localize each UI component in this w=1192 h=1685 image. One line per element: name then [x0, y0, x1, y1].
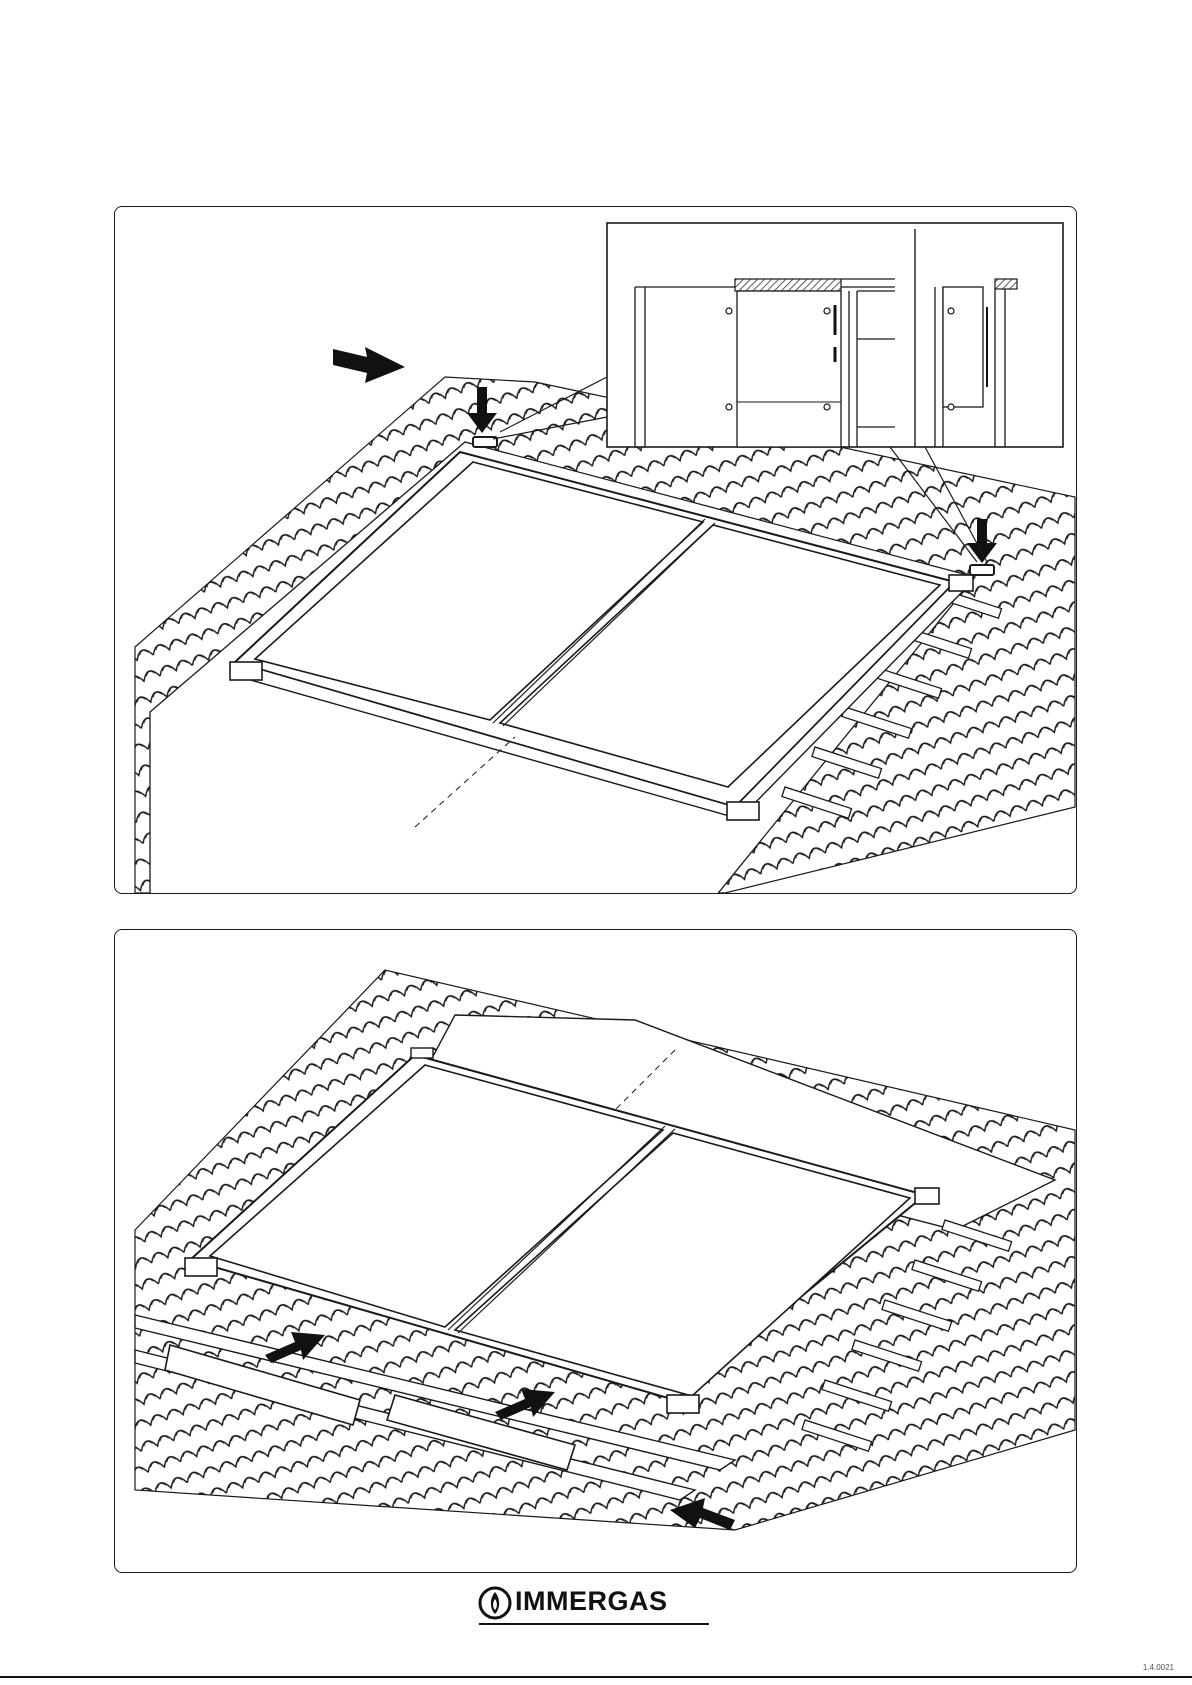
- figure-panel-top: [114, 206, 1077, 894]
- figure-panel-bottom: [114, 929, 1077, 1573]
- roof-installation-drawing-bottom: [115, 930, 1076, 1572]
- page-bottom-rule: [0, 1676, 1192, 1678]
- roof-installation-drawing-top: [115, 207, 1076, 893]
- brand-logo: IMMERGAS: [476, 1583, 716, 1633]
- top-bracket-right: [970, 565, 994, 575]
- flame-logo-icon: [476, 1583, 516, 1623]
- logo-underline: [479, 1623, 709, 1625]
- footer-code: 1.4.0021: [1143, 1663, 1174, 1672]
- brand-name: IMMERGAS: [515, 1586, 668, 1617]
- arrow-icon: [333, 347, 405, 383]
